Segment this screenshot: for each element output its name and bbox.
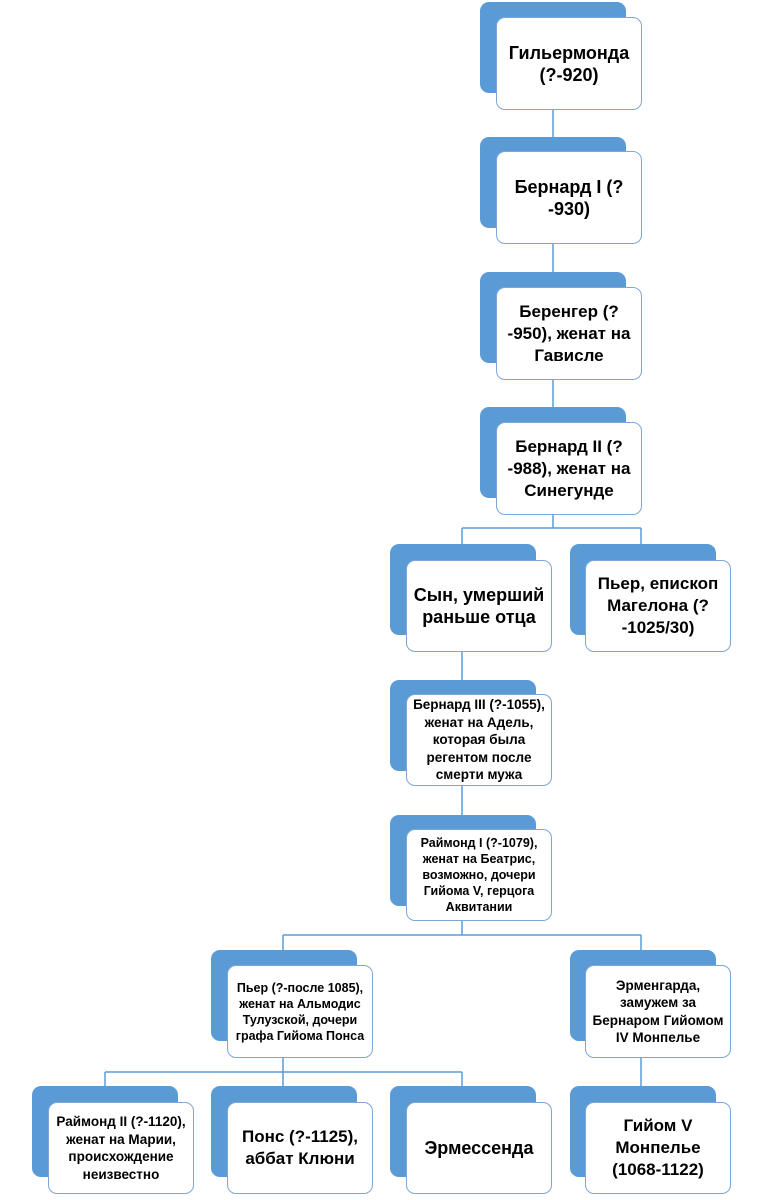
node-label: Эрмессенда: [424, 1138, 534, 1158]
node-label: Раймонд I (?-1079), женат на Беатрис, во…: [420, 836, 538, 914]
node-label: Беренгер (?-950), женат на Гависле: [507, 301, 631, 365]
node-label: Гийом V Монпелье (1068-1122): [612, 1116, 704, 1179]
node-label: Бернард I (?-930): [514, 176, 624, 219]
node-label: Бернард III (?-1055), женат на Адель, ко…: [413, 697, 545, 783]
node-label: Раймонд II (?-1120), женат на Марии, про…: [56, 1114, 186, 1182]
node-label: Гильермонда (?-920): [508, 42, 630, 85]
node-label: Понс (?-1125), аббат Клюни: [241, 1127, 359, 1168]
node-label: Бернард II (?-988), женат на Синегунде: [507, 436, 631, 500]
node-label: Пьер, епископ Магелона (?-1025/30): [597, 574, 719, 637]
node-label: Сын, умерший раньше отца: [413, 585, 545, 627]
node-label: Эрменгарда, замужем за Бернаром Гийомом …: [592, 977, 724, 1046]
node-label: Пьер (?-после 1085), женат на Альмодис Т…: [235, 980, 365, 1043]
